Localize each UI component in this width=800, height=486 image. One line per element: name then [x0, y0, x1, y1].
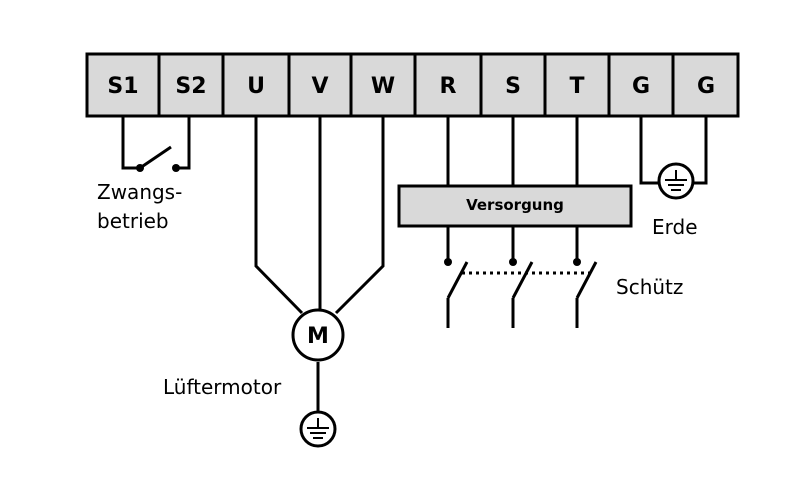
- terminal-label-g2: G: [697, 74, 715, 99]
- contactor-label: Schütz: [616, 275, 683, 299]
- terminal-label-t: T: [569, 74, 584, 99]
- terminal-strip: S1 S2 U V W R S T G G: [85, 52, 740, 118]
- terminal-label-s1: S1: [107, 74, 138, 99]
- earth-label: Erde: [652, 215, 698, 239]
- ground-icon: [299, 410, 337, 448]
- supply-box: Versorgung: [397, 184, 633, 228]
- motor-symbol: M: [307, 324, 329, 349]
- switch-icon: [511, 261, 534, 299]
- contactor-switches: [444, 226, 598, 328]
- forced-operation-label-line1: Zwangs-: [97, 180, 182, 204]
- terminal-label-v: V: [311, 74, 328, 99]
- terminal-label-g1: G: [632, 74, 650, 99]
- terminal-label-r: R: [440, 74, 457, 99]
- switch-icon: [575, 261, 598, 299]
- motor-icon: M: [291, 308, 345, 362]
- switch-icon: [446, 261, 469, 299]
- terminal-label-w: W: [371, 74, 395, 99]
- earth-wiring: [639, 116, 708, 185]
- supply-wiring: [446, 116, 579, 186]
- fan-motor-label: Lüftermotor: [163, 375, 282, 399]
- switch-icon: [139, 145, 172, 170]
- forced-operation-label-line2: betrieb: [97, 209, 169, 233]
- supply-label: Versorgung: [466, 196, 564, 214]
- terminal-label-u: U: [247, 74, 265, 99]
- terminal-label-s: S: [505, 74, 521, 99]
- forced-operation-switch: [121, 116, 191, 172]
- terminal-label-s2: S2: [175, 74, 206, 99]
- motor-wiring: [254, 116, 385, 412]
- ground-icon: [657, 162, 695, 200]
